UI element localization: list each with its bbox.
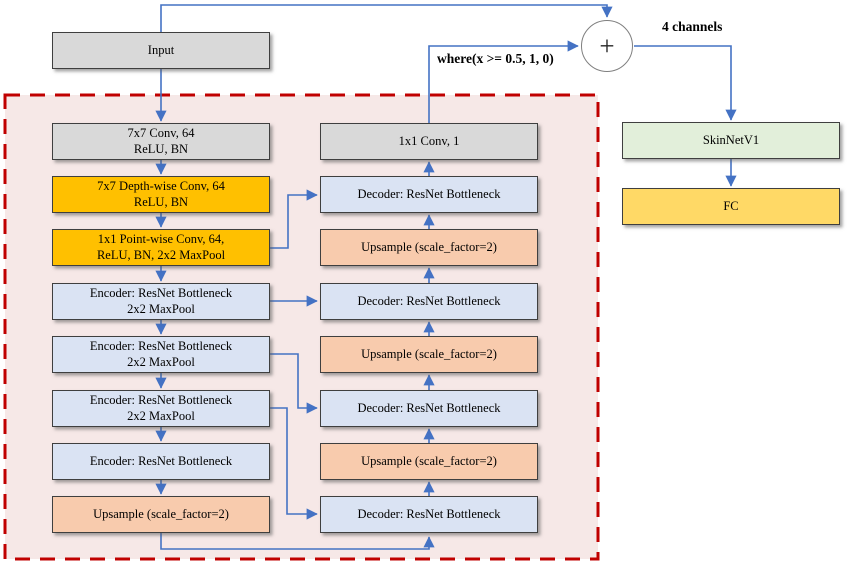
node-decoder-bottleneck-1: Decoder: ResNet Bottleneck [320,176,538,213]
connector-upsample-to-dec7 [160,533,435,550]
node-encoder-bottleneck-1: Encoder: ResNet Bottleneck 2x2 MaxPool [52,283,270,320]
connector-input-to-sum [160,4,613,32]
node-input: Input [52,32,270,69]
dashed-region [3,93,600,561]
node-decoder-bottleneck-4: Decoder: ResNet Bottleneck [320,496,538,533]
node-encoder-bottleneck-2: Encoder: ResNet Bottleneck 2x2 MaxPool [52,336,270,373]
skip-pointwise-to-dec1 [270,189,318,249]
node-encoder-upsample: Upsample (scale_factor=2) [52,496,270,533]
label-four-channels: 4 channels [662,19,723,34]
connector-sum-to-skinnet [634,45,737,121]
label-threshold: where(x >= 0.5, 1, 0) [437,51,554,66]
connector-conv-to-sum [428,40,579,123]
node-decoder-upsample-1: Upsample (scale_factor=2) [320,229,538,266]
node-conv1x1-out: 1x1 Conv, 1 [320,123,538,160]
node-decoder-bottleneck-2: Decoder: ResNet Bottleneck [320,283,538,320]
node-conv7x7: 7x7 Conv, 64 ReLU, BN [52,123,270,160]
node-depthwise-conv: 7x7 Depth-wise Conv, 64 ReLU, BN [52,176,270,213]
sum-node: + [581,20,633,72]
node-decoder-upsample-2: Upsample (scale_factor=2) [320,336,538,373]
node-skinnetv1: SkinNetV1 [622,122,840,159]
skip-enc5-to-dec7 [270,407,318,520]
node-decoder-bottleneck-3: Decoder: ResNet Bottleneck [320,390,538,427]
node-fc: FC [622,188,840,225]
plus-icon: + [599,30,615,61]
skip-enc4-to-dec5 [270,353,318,414]
node-pointwise-conv: 1x1 Point-wise Conv, 64, ReLU, BN, 2x2 M… [52,229,270,266]
node-encoder-bottleneck-3: Encoder: ResNet Bottleneck 2x2 MaxPool [52,390,270,427]
node-encoder-bottleneck-4: Encoder: ResNet Bottleneck [52,443,270,480]
node-decoder-upsample-3: Upsample (scale_factor=2) [320,443,538,480]
